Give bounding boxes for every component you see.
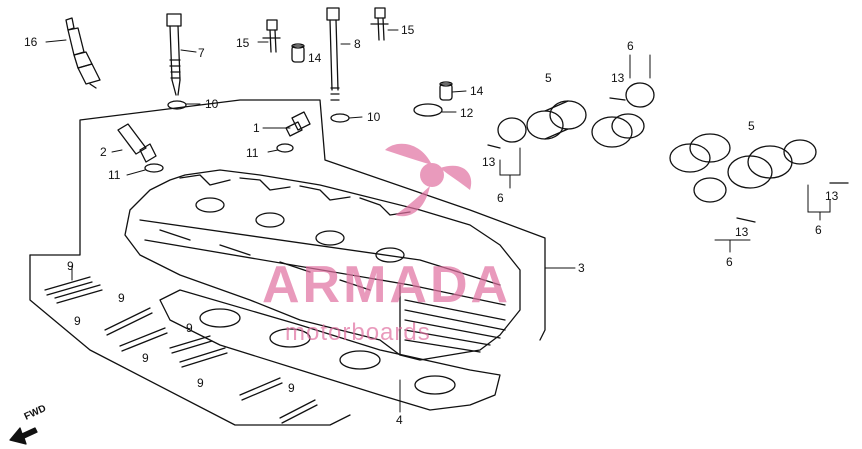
callout-5a: 5 — [545, 71, 552, 85]
callout-6b: 6 — [497, 191, 504, 205]
dowel-pin-14a — [291, 43, 305, 63]
fwd-label: FWD — [23, 403, 48, 423]
callout-9a: 9 — [67, 259, 74, 273]
head-gasket — [159, 289, 501, 411]
callout-6d: 6 — [815, 223, 822, 237]
leader-lines — [45, 29, 831, 413]
plug-1 — [276, 111, 311, 153]
watermark: ARMADA motorboards — [262, 143, 511, 346]
stud-bolts-9 — [44, 276, 318, 424]
watermark-tagline: motorboards — [285, 319, 431, 346]
intake-rubber-5c — [669, 133, 731, 173]
callout-14b: 14 — [470, 84, 484, 98]
small-bolt-15b — [370, 7, 389, 41]
fwd-arrow-icon — [9, 427, 38, 445]
cylinder-head — [124, 169, 521, 361]
callout-10b: 10 — [367, 110, 381, 124]
callout-13c: 13 — [735, 225, 749, 239]
intake-rubber-5b — [591, 113, 645, 148]
callout-6a: 6 — [627, 39, 634, 53]
callout-13a: 13 — [611, 71, 625, 85]
clamp-screws-13 — [487, 97, 849, 223]
clamps-6 — [497, 82, 817, 203]
bolt-group-frame — [29, 99, 546, 341]
callout-3: 3 — [578, 261, 585, 275]
plug-2 — [117, 123, 164, 173]
stud-group-frame — [29, 254, 351, 426]
callout-11a: 11 — [246, 146, 259, 160]
spark-plug — [65, 17, 101, 89]
watermark-brand: ARMADA — [262, 256, 511, 314]
callout-16: 16 — [24, 35, 38, 49]
callout-15a: 15 — [236, 36, 250, 50]
callout-9g: 9 — [288, 381, 295, 395]
dowel-pin-14b — [439, 81, 453, 101]
propeller-logo-icon — [385, 143, 472, 217]
callout-1: 1 — [253, 121, 260, 135]
intake-rubber-5d — [727, 145, 793, 189]
small-bolt-15a — [262, 19, 281, 53]
callout-15b: 15 — [401, 23, 415, 37]
callout-10a: 10 — [205, 97, 219, 111]
callout-9b: 9 — [74, 314, 81, 328]
callout-13b: 13 — [482, 155, 496, 169]
callout-9f: 9 — [197, 376, 204, 390]
intake-rubber-5a — [526, 100, 587, 140]
callout-6c: 6 — [726, 255, 733, 269]
callout-13d: 13 — [825, 189, 839, 203]
callout-labels: 16 7 15 15 14 8 10 10 1 2 11 11 14 12 5 … — [23, 23, 839, 427]
callout-9c: 9 — [118, 291, 125, 305]
long-bolt-8 — [326, 7, 350, 123]
o-ring-12 — [413, 103, 443, 117]
callout-4: 4 — [396, 413, 403, 427]
callout-5b: 5 — [748, 119, 755, 133]
callout-11b: 11 — [108, 168, 121, 182]
callout-9d: 9 — [142, 351, 149, 365]
long-bolt-7 — [166, 13, 187, 110]
callout-14a: 14 — [308, 51, 322, 65]
callout-8: 8 — [354, 37, 361, 51]
callout-2: 2 — [100, 145, 107, 159]
callout-7: 7 — [198, 46, 205, 60]
callout-9e: 9 — [186, 321, 193, 335]
callout-12: 12 — [460, 106, 474, 120]
